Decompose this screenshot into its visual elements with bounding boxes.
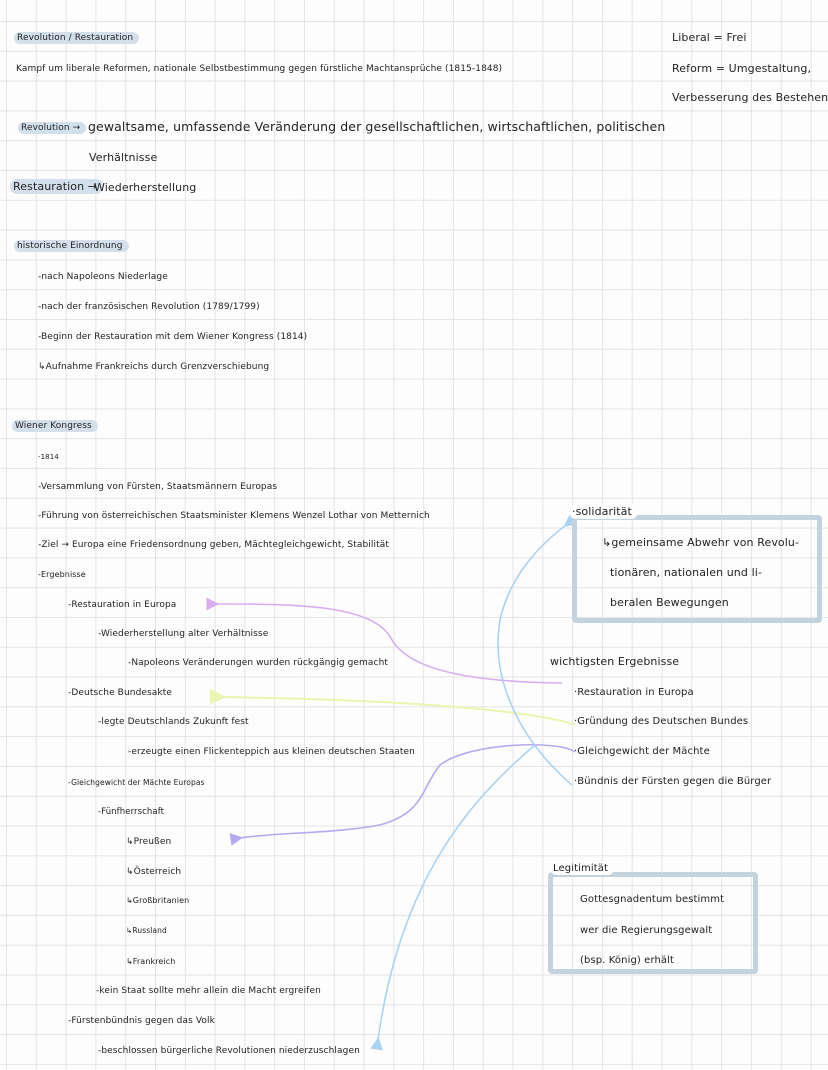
list-item: -Gleichgewicht der Mächte Europas [68, 778, 205, 787]
list-item: -nach der französischen Revolution (1789… [38, 302, 260, 312]
list-item: -beschlossen bürgerliche Revolutionen ni… [98, 1046, 360, 1056]
list-item: -Restauration in Europa [68, 600, 177, 610]
list-item: -nach Napoleons Niederlage [38, 272, 168, 282]
list-item: -Ziel → Europa eine Friedensordnung gebe… [38, 540, 389, 550]
list-item: ↳Österreich [126, 867, 182, 877]
side-note: Liberal = Frei [672, 31, 747, 44]
arrow-bundesakte [209, 688, 576, 726]
arrow-restauration [206, 597, 563, 684]
list-item: ↳Frankreich [126, 957, 176, 966]
list-item: -Beginn der Restauration mit dem Wiener … [38, 332, 308, 342]
list-item: ↳Russland [126, 926, 167, 935]
solidaritaet-box [572, 515, 822, 623]
box-line: Gottesgnadentum bestimmt [580, 894, 725, 905]
list-item: -Fünfherrschaft [98, 807, 165, 817]
revolution-definition: gewaltsame, umfassende Veränderung der g… [88, 119, 666, 134]
page-title: Revolution / Restauration [14, 32, 140, 44]
list-item: -Fürstenbündnis gegen das Volk [68, 1016, 215, 1026]
list-item: -Führung von österreichischen Staatsmini… [38, 511, 430, 521]
list-item: ·Bündnis der Fürsten gegen die Bürger [574, 776, 772, 787]
list-item: -Versammlung von Fürsten, Staatsmännern … [38, 482, 278, 492]
list-item: -kein Staat sollte mehr allein die Macht… [96, 986, 321, 996]
arrow-gleichgewicht [229, 743, 576, 846]
revolution-definition-cont: Verhältnisse [89, 151, 158, 164]
list-item: ·Gleichgewicht der Mächte [574, 746, 710, 757]
list-item: -Wiederherstellung alter Verhältnisse [98, 629, 269, 639]
side-note: Verbesserung des Bestehenden [672, 91, 828, 104]
arrow-buendnis-fuerstenbund [370, 744, 536, 1051]
list-item: -Deutsche Bundesakte [68, 688, 173, 698]
box-heading: Legitimität [550, 862, 614, 875]
list-item: ↳Großbritanien [126, 896, 190, 905]
section-heading: Wiener Kongress [12, 420, 98, 432]
box-line: beralen Bewegungen [610, 596, 729, 609]
box-line: tionären, nationalen und li- [610, 566, 762, 579]
list-item: ·Gründung des Deutschen Bundes [574, 716, 749, 727]
list-item: -Napoleons Veränderungen wurden rückgäng… [128, 658, 389, 668]
section-heading: historische Einordnung [14, 240, 129, 252]
list-item: -1814 [38, 453, 59, 461]
subtitle: Kampf um liberale Reformen, nationale Se… [16, 64, 503, 74]
revolution-term: Revolution → [18, 122, 87, 134]
box-line: wer die Regierungsgewalt [580, 925, 713, 936]
box-line: (bsp. König) erhält [580, 955, 675, 966]
legitimitaet-box [548, 872, 758, 974]
list-item: -Ergebnisse [38, 570, 86, 579]
list-item: ↳Preußen [126, 837, 172, 847]
restauration-definition: Wiederherstellung [94, 181, 197, 194]
box-line: ↳gemeinsame Abwehr von Revolu- [602, 536, 800, 549]
section-heading: wichtigsten Ergebnisse [550, 655, 680, 668]
side-note: Reform = Umgestaltung, [672, 62, 812, 75]
list-item: -legte Deutschlands Zukunft fest [98, 717, 249, 727]
list-item: ↳Aufnahme Frankreichs durch Grenzverschi… [38, 362, 270, 372]
list-item: ·Restauration in Europa [574, 687, 694, 698]
box-heading: ·solidarität [569, 504, 638, 519]
list-item: -erzeugte einen Flickenteppich aus klein… [128, 747, 415, 757]
restauration-term: Restauration → [10, 179, 104, 194]
arrow-buendnis-solidaritaet [497, 514, 578, 786]
